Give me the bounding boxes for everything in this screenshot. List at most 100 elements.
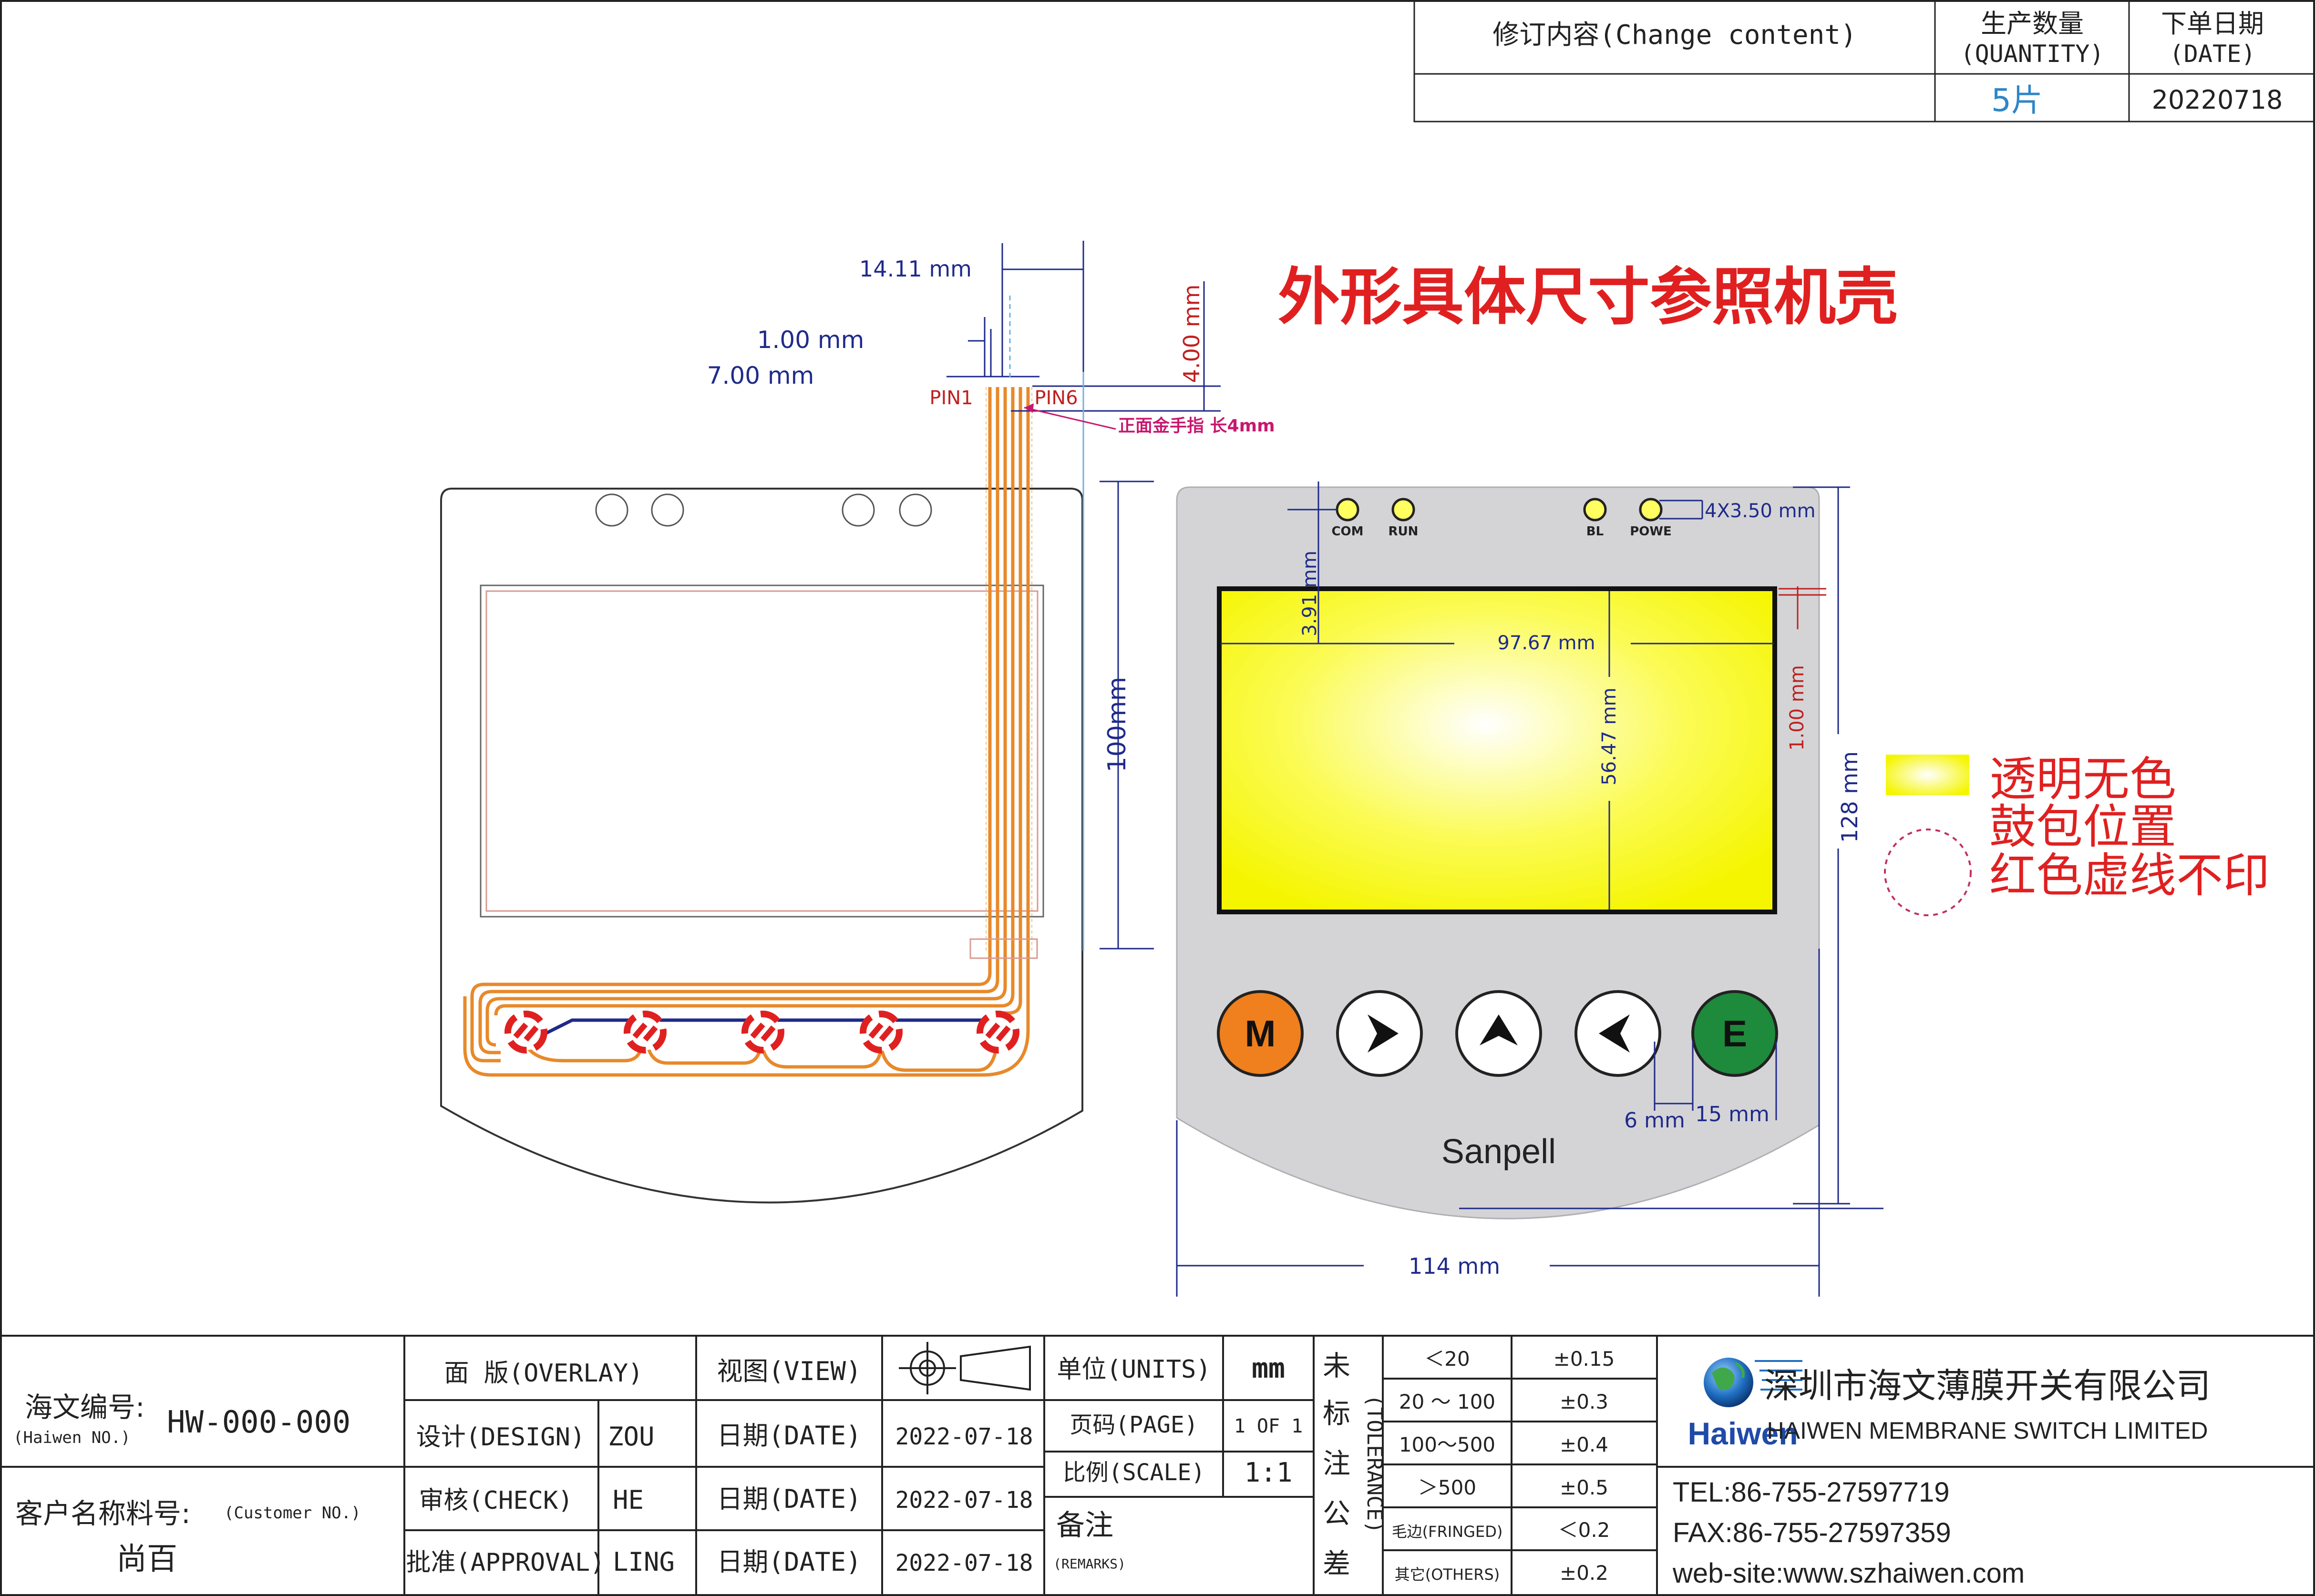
svg-text:±0.5: ±0.5 <box>1560 1476 1608 1499</box>
svg-text:公: 公 <box>1323 1497 1350 1530</box>
arrow-right-icon <box>1368 1014 1399 1053</box>
units-label: 单位(UNITS) <box>1057 1355 1211 1384</box>
customer-en: (Customer NO.) <box>224 1504 361 1523</box>
view-label: 视图(VIEW) <box>717 1356 861 1386</box>
svg-text:标: 标 <box>1323 1397 1350 1430</box>
svg-text:±0.4: ±0.4 <box>1560 1433 1608 1456</box>
remarks-label: 备注 <box>1056 1509 1113 1542</box>
haiwen-logo-text: Haiwen <box>1687 1416 1798 1451</box>
key-right[interactable] <box>1336 990 1423 1077</box>
approval-value: LING <box>613 1547 675 1577</box>
dim-finger-length: 4.00 mm <box>1179 285 1204 383</box>
svg-text:未: 未 <box>1323 1350 1350 1382</box>
dim-panel-width: 114 mm <box>1409 1253 1500 1279</box>
overlay-panel: COM RUN BL POWE M E Sanpell <box>1176 486 1820 1219</box>
gold-finger-note: 正面金手指 长4mm <box>1118 416 1275 436</box>
dim-pin-pitch: 1.00 mm <box>757 326 864 354</box>
led-hole-1 <box>595 493 628 527</box>
svg-text:±0.2: ±0.2 <box>1560 1561 1608 1585</box>
dim-window-width: 97.67 mm <box>1497 632 1595 654</box>
approval-date-label: 日期(DATE) <box>717 1547 861 1577</box>
key-e[interactable]: E <box>1691 990 1778 1077</box>
approval-label: 批准(APPROVAL) <box>406 1548 605 1577</box>
check-value: HE <box>613 1485 644 1515</box>
haiwen-no-value: HW-000-000 <box>167 1405 350 1440</box>
led-powe <box>1639 498 1663 522</box>
page-label: 页码(PAGE) <box>1070 1412 1198 1438</box>
svg-text:100～500: 100～500 <box>1399 1433 1495 1456</box>
overlay-dimensions <box>1176 481 1883 1297</box>
design-value: ZOU <box>608 1422 655 1452</box>
brand-name: Sanpell <box>1441 1133 1556 1171</box>
svg-text:±0.15: ±0.15 <box>1554 1347 1615 1371</box>
legend-emboss: 鼓包位置 <box>1989 800 2176 854</box>
arrow-up-icon <box>1480 1014 1518 1045</box>
legend-red-dash-circle <box>1884 829 1972 916</box>
company-name-cn: 深圳市海文薄膜开关有限公司 <box>1764 1366 2211 1406</box>
outline-note: 外形具体尺寸参照机壳 <box>1278 261 1898 333</box>
haiwen-globe-icon <box>1704 1358 1802 1407</box>
circuit-view <box>440 387 1083 1204</box>
revision-header-date-cn: 下单日期 <box>2161 9 2264 39</box>
pin1-label: PIN1 <box>929 387 973 409</box>
legend-transparent: 透明无色 <box>1989 752 2176 807</box>
window-side-dimension <box>1779 586 1826 629</box>
approval-date-value: 2022-07-18 <box>895 1550 1033 1576</box>
company-name-en: HAIWEN MEMBRANE SWITCH LIMITED <box>1767 1417 2208 1444</box>
svg-text:其它(OTHERS): 其它(OTHERS) <box>1395 1565 1500 1584</box>
svg-text:＞500: ＞500 <box>1418 1476 1476 1499</box>
company-web: web-site:www.szhaiwen.com <box>1672 1558 2025 1589</box>
revision-quantity-value: 5片 <box>1991 82 2043 119</box>
legend-transparent-swatch <box>1886 755 1969 795</box>
design-date-label: 日期(DATE) <box>717 1421 861 1451</box>
check-date-value: 2022-07-18 <box>895 1487 1033 1514</box>
revision-header-change: 修订内容(Change content) <box>1492 20 1856 51</box>
revision-header-quantity-cn: 生产数量 <box>1981 9 2084 39</box>
led-hole-3 <box>842 493 875 527</box>
pin6-label: PIN6 <box>1034 387 1078 409</box>
remarks-en: (REMARKS) <box>1053 1556 1126 1572</box>
tolerance-en: (TOLERANCE) <box>1362 1394 1387 1533</box>
dim-panel-height: 128 mm <box>1837 751 1862 843</box>
led-run <box>1391 498 1415 522</box>
key-m[interactable]: M <box>1217 990 1304 1077</box>
revision-date-value: 20220718 <box>2152 85 2283 115</box>
svg-text:差: 差 <box>1323 1547 1350 1580</box>
dim-key-diameter: 15 mm <box>1695 1102 1770 1126</box>
svg-text:＜20: ＜20 <box>1424 1347 1470 1371</box>
svg-text:20 ～ 100: 20 ～ 100 <box>1399 1390 1495 1413</box>
svg-text:注: 注 <box>1323 1447 1350 1480</box>
led-hole-2 <box>651 493 684 527</box>
lcd-window <box>1217 586 1777 914</box>
design-date-value: 2022-07-18 <box>895 1423 1033 1450</box>
projection-symbol-icon <box>899 1342 1031 1394</box>
revision-header-quantity-en: (QUANTITY) <box>1960 40 2104 68</box>
circuit-traces <box>463 387 1030 1077</box>
tolerance-table: ＜20 ±0.15 20 ～ 100 ±0.3 100～500 ±0.4 ＞50… <box>1392 1347 1615 1585</box>
led-com <box>1336 498 1359 522</box>
dim-window-top: 3.91 mm <box>1299 551 1321 636</box>
arrow-left-icon <box>1599 1014 1630 1053</box>
revision-header-date-en: (DATE) <box>2170 40 2256 68</box>
title-block-grid <box>1 1335 2314 1595</box>
key-e-label: E <box>1722 1013 1747 1054</box>
dim-tail-width: 14.11 mm <box>859 256 972 282</box>
led-run-label: RUN <box>1389 524 1419 539</box>
key-m-label: M <box>1245 1013 1276 1054</box>
led-hole-4 <box>899 493 932 527</box>
dim-key-gap: 6 mm <box>1624 1108 1685 1133</box>
design-label: 设计(DESIGN) <box>416 1423 585 1452</box>
dim-circuit-height: 100mm <box>1103 677 1132 773</box>
company-tel: TEL:86-755-27597719 <box>1673 1477 1949 1508</box>
key-left[interactable] <box>1574 990 1661 1077</box>
led-bl-label: BL <box>1586 524 1604 539</box>
key-up[interactable] <box>1455 990 1542 1077</box>
led-powe-label: POWE <box>1630 524 1672 539</box>
customer-value: 尚百 <box>116 1542 177 1577</box>
dim-window-height: 56.47 mm <box>1598 687 1620 785</box>
units-value: mm <box>1252 1352 1285 1384</box>
circuit-connector-pad <box>969 938 1038 959</box>
scale-label: 比例(SCALE) <box>1063 1459 1205 1486</box>
